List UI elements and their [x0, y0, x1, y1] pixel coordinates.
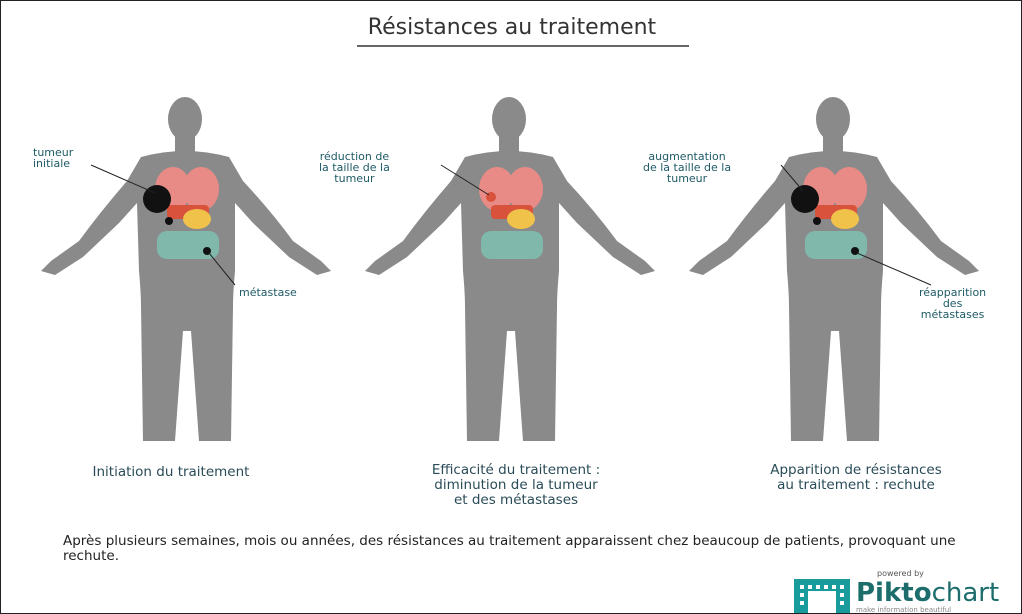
annotation-metastasis: métastase — [239, 287, 297, 298]
body-silhouette-3 — [669, 61, 999, 451]
piktochart-tagline: make information beautiful — [856, 606, 951, 614]
caption-resistance: Apparition de résistances au traitement … — [731, 463, 981, 493]
figure-initial: tumeur initiale métastase — [21, 61, 351, 451]
footer-text: Après plusieurs semaines, mois ou années… — [63, 534, 993, 564]
caption-efficacy: Efficacité du traitement : diminution de… — [391, 463, 641, 508]
title-underline — [357, 45, 689, 47]
annotation-tumor-growth: augmentation de la taille de la tumeur — [643, 151, 731, 184]
infographic-title: Résistances au traitement — [1, 15, 1022, 40]
figure-effective: réduction de la taille de la tumeur — [345, 61, 675, 451]
piktochart-icon — [794, 579, 850, 613]
annotation-initial-tumor: tumeur initiale — [33, 147, 73, 169]
piktochart-wordmark: Piktochart — [856, 578, 999, 608]
figure-resistance: augmentation de la taille de la tumeur r… — [669, 61, 999, 451]
annotation-metastasis-return: réapparition des métastases — [919, 287, 986, 320]
annotation-tumor-reduction: réduction de la taille de la tumeur — [319, 151, 390, 184]
body-silhouette-1 — [21, 61, 351, 451]
body-silhouette-2 — [345, 61, 675, 451]
powered-by: powered by — [877, 569, 924, 578]
piktochart-logo: Piktochart make information beautiful — [794, 579, 1022, 613]
caption-initiation: Initiation du traitement — [71, 465, 271, 480]
